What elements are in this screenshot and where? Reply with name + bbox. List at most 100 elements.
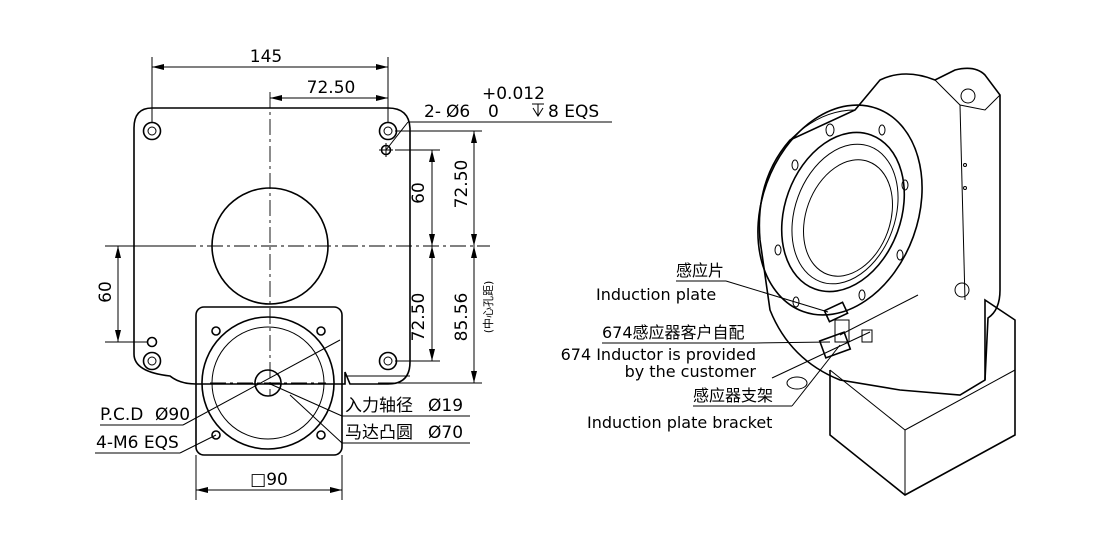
inductor-callout-leader: [755, 341, 831, 344]
tolerance-lower: 0: [488, 102, 499, 122]
bracket-label-cn: 感应器支架: [693, 386, 773, 405]
input-shaft-label: 入力轴径: [345, 396, 413, 416]
iso-base-hole: [786, 376, 808, 390]
housing-outline: [133, 107, 411, 385]
boss-leader-line: [289, 394, 343, 444]
central-bore: [211, 187, 329, 305]
shaft-leader-line: [267, 382, 343, 417]
flange-bolt-hole: [316, 326, 326, 336]
iso-side-hole: [954, 282, 970, 298]
arrow: [270, 95, 282, 101]
inductor-label-en-2: by the customer: [625, 362, 757, 381]
plate-label-cn: 感应片: [676, 261, 724, 280]
arrow: [115, 330, 121, 342]
iso-bolt-hole: [792, 296, 800, 308]
iso-side-edge: [959, 104, 966, 301]
arrow: [429, 246, 435, 258]
pcd-label: P.C.D: [100, 405, 143, 425]
dim-72-50-lower-label: 72.50: [409, 293, 429, 342]
iso-faceplate-ring: [780, 131, 906, 293]
iso-inductor: [818, 331, 852, 359]
iso-bolt-hole: [901, 179, 909, 191]
iso-top-hole: [960, 88, 976, 104]
arrow: [471, 246, 477, 258]
iso-bracket-arm: [839, 294, 919, 336]
mounting-hole-inner: [147, 126, 157, 136]
housing-mounting-holes: [142, 121, 398, 371]
motor-boss-dia: Ø70: [428, 423, 463, 443]
mounting-hole: [142, 351, 162, 371]
arrow: [152, 64, 164, 70]
iso-bolt-hole: [896, 249, 904, 261]
isometric-view: 感应片 Induction plate 674感应器客户自配 674 Induc…: [561, 67, 1016, 496]
input-shaft: [254, 369, 282, 397]
small-hole: [146, 336, 158, 348]
arrow: [429, 150, 435, 162]
iso-bolt-hole: [791, 159, 799, 171]
tolerance-upper: +0.012: [482, 84, 545, 104]
arrow: [376, 64, 388, 70]
center-hole-distance-note: (中心孔距): [482, 281, 495, 334]
mounting-hole-inner: [383, 356, 393, 366]
mounting-hole-inner: [383, 126, 393, 136]
iso-top-right-edge: [934, 79, 1001, 111]
arrow: [115, 246, 121, 258]
arrow: [471, 371, 477, 383]
pin-callout-leader: [385, 121, 409, 151]
pcd-value: Ø90: [155, 405, 190, 425]
dim-width-label: 145: [250, 47, 282, 67]
iso-bolt-hole: [825, 123, 835, 137]
bolt-leader-line: [179, 434, 217, 454]
motor-flange: [195, 306, 343, 456]
iso-sensor-cable: [771, 331, 871, 379]
iso-bracket: [834, 319, 850, 343]
iso-motor-edge: [904, 369, 1016, 431]
dim-72-50-right-label: 72.50: [452, 160, 472, 209]
depth-symbol-icon: [532, 103, 544, 117]
iso-faceplate-outer: [757, 104, 923, 316]
arrow: [376, 95, 388, 101]
iso-dot: [963, 163, 967, 167]
inductor-label-en-1: 674 Inductor is provided: [561, 345, 756, 364]
dim-85-56-label: 85.56: [452, 293, 472, 342]
pcd-leader-line: [182, 339, 341, 426]
front-view: 145 72.50 2- Ø6 +0.012 0 8 EQS 60: [95, 47, 612, 500]
arrow: [471, 234, 477, 246]
plate-callout-leader: [725, 280, 829, 313]
center-hole-distance-text: 中心孔距: [482, 285, 495, 329]
arrow: [429, 234, 435, 246]
bolt-label: 4-M6 EQS: [96, 433, 179, 453]
dim-half-width-label: 72.50: [307, 78, 356, 98]
mounting-hole: [378, 121, 398, 141]
iso-bore-outer: [791, 143, 899, 285]
iso-bore-inner: [803, 159, 893, 277]
dim-60-left-label: 60: [96, 281, 116, 303]
bracket-callout-leader: [791, 344, 841, 407]
flange-square-label: □90: [250, 470, 288, 490]
arrow: [196, 487, 208, 493]
dim-60-right-label: 60: [409, 182, 429, 204]
motor-boss-label: 马达凸圆: [345, 423, 413, 443]
plate-label-en: Induction plate: [596, 285, 716, 304]
flange-bolt-hole: [211, 326, 221, 336]
iso-dot: [963, 186, 967, 190]
mounting-hole: [142, 121, 162, 141]
iso-sensor-assembly: [771, 294, 919, 379]
pin-hole-diameter: Ø6: [446, 102, 470, 122]
input-shaft-dia: Ø19: [428, 396, 463, 416]
flange-pcd-circle: [201, 316, 335, 450]
iso-bolt-hole: [878, 124, 886, 136]
iso-housing-outline: [758, 67, 1001, 396]
mounting-hole-inner: [147, 356, 157, 366]
pin-hole-prefix: 2-: [424, 102, 441, 122]
arrow: [471, 131, 477, 143]
iso-induction-plate: [823, 301, 849, 323]
flange-square: [195, 306, 343, 456]
iso-bolt-hole: [774, 244, 782, 256]
inductor-label-cn: 674感应器客户自配: [602, 323, 745, 342]
iso-motor-block: [829, 298, 1016, 496]
iso-faceplate-holes: [774, 123, 909, 308]
mounting-hole: [378, 351, 398, 371]
iso-bolt-hole: [858, 289, 866, 301]
arrow: [330, 487, 342, 493]
